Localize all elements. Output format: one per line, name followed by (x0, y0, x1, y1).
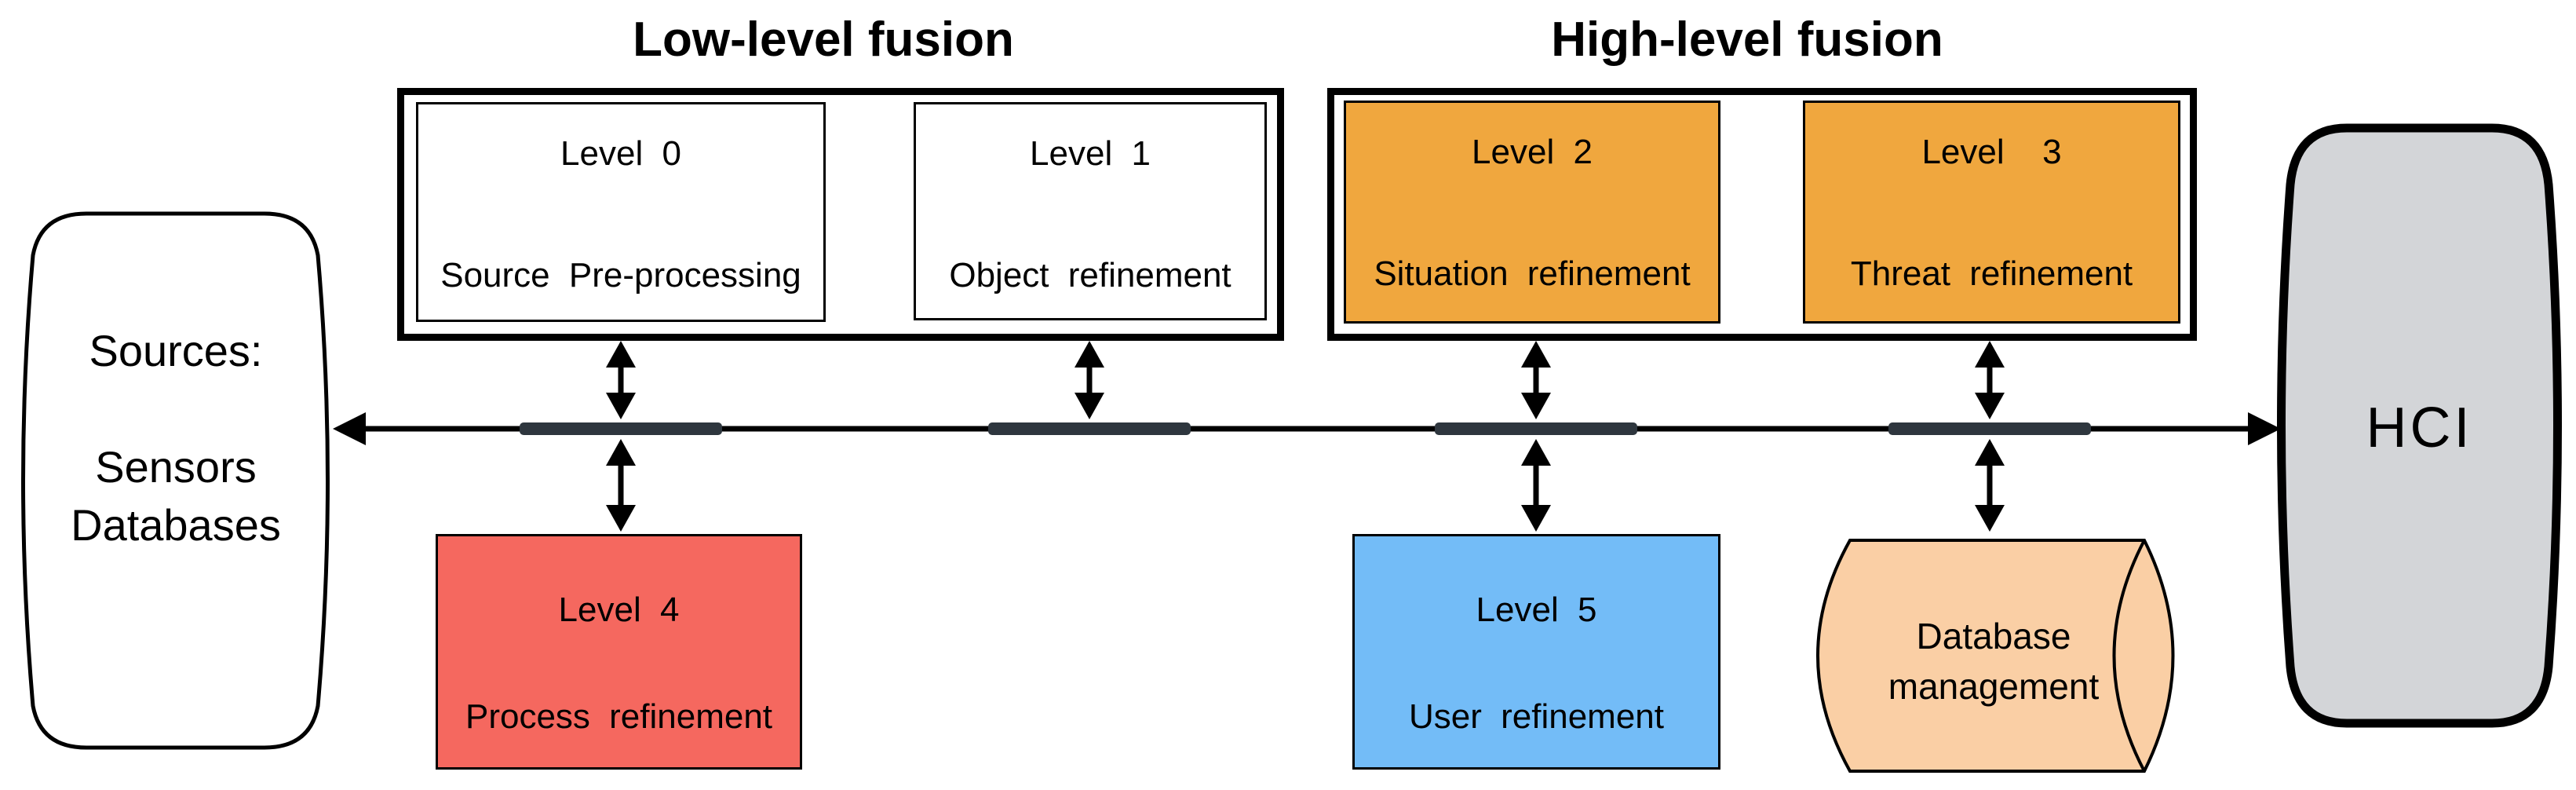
level1-function: Object refinement (949, 256, 1231, 294)
level3-function: Threat refinement (1850, 254, 2133, 293)
level2-function: Situation refinement (1374, 254, 1691, 293)
hci-shape-outline (2277, 123, 2562, 728)
level4-name: Level 4 (558, 591, 680, 629)
sources-item-sensors: Sensors (95, 442, 257, 492)
level1-name: Level 1 (1030, 134, 1151, 173)
sources-item-databases: Databases (71, 500, 281, 550)
level3-name: Level 3 (1921, 133, 2062, 171)
level0-function: Source Pre-processing (440, 256, 801, 294)
vertical-arrow-level1-bus (1075, 341, 1104, 419)
low-level-fusion-title: Low-level fusion (633, 13, 1014, 67)
level5-name: Level 5 (1476, 591, 1597, 629)
level3-box: Level 3 Threat refinement (1803, 101, 2180, 324)
sources-title: Sources: (89, 326, 263, 375)
bus-junction-bar (520, 422, 722, 435)
level0-name: Level 0 (560, 134, 681, 173)
database-label: Database management (1821, 611, 2166, 711)
bus-left-arrowhead-icon (333, 412, 366, 445)
sources-shape-outline (21, 211, 330, 750)
sources-shape (21, 211, 330, 750)
vertical-arrow-bus-database (1975, 439, 2005, 532)
bus-junction-bar (1888, 422, 2091, 435)
high-level-fusion-title: High-level fusion (1551, 13, 1943, 67)
level5-function: User refinement (1408, 697, 1664, 736)
vertical-arrow-level3-bus (1975, 341, 2005, 419)
bus-junction-bar (988, 422, 1191, 435)
hci-shape (2277, 123, 2562, 728)
vertical-arrow-bus-level4 (606, 439, 636, 532)
sources-label: Sources: Sensors Databases (23, 322, 329, 554)
level2-box: Level 2 Situation refinement (1344, 101, 1720, 324)
level4-function: Process refinement (465, 697, 773, 736)
database-label-line2: management (1888, 666, 2100, 707)
level2-name: Level 2 (1472, 133, 1593, 171)
vertical-arrow-level2-bus (1521, 341, 1551, 419)
database-cylinder (1816, 539, 2175, 773)
level5-box: Level 5 User refinement (1352, 534, 1720, 770)
vertical-arrow-level0-bus (606, 341, 636, 419)
database-cylinder-seam (2112, 539, 2146, 772)
bus-right-arrowhead-icon (2248, 412, 2281, 445)
vertical-arrow-bus-level5 (1521, 439, 1551, 532)
level4-box: Level 4 Process refinement (436, 534, 802, 770)
level0-box: Level 0 Source Pre-processing (416, 102, 826, 322)
database-label-line1: Database (1916, 616, 2071, 657)
level1-box: Level 1 Object refinement (914, 102, 1267, 320)
hci-label: HCI (2366, 397, 2473, 459)
bus-junction-bar (1435, 422, 1637, 435)
